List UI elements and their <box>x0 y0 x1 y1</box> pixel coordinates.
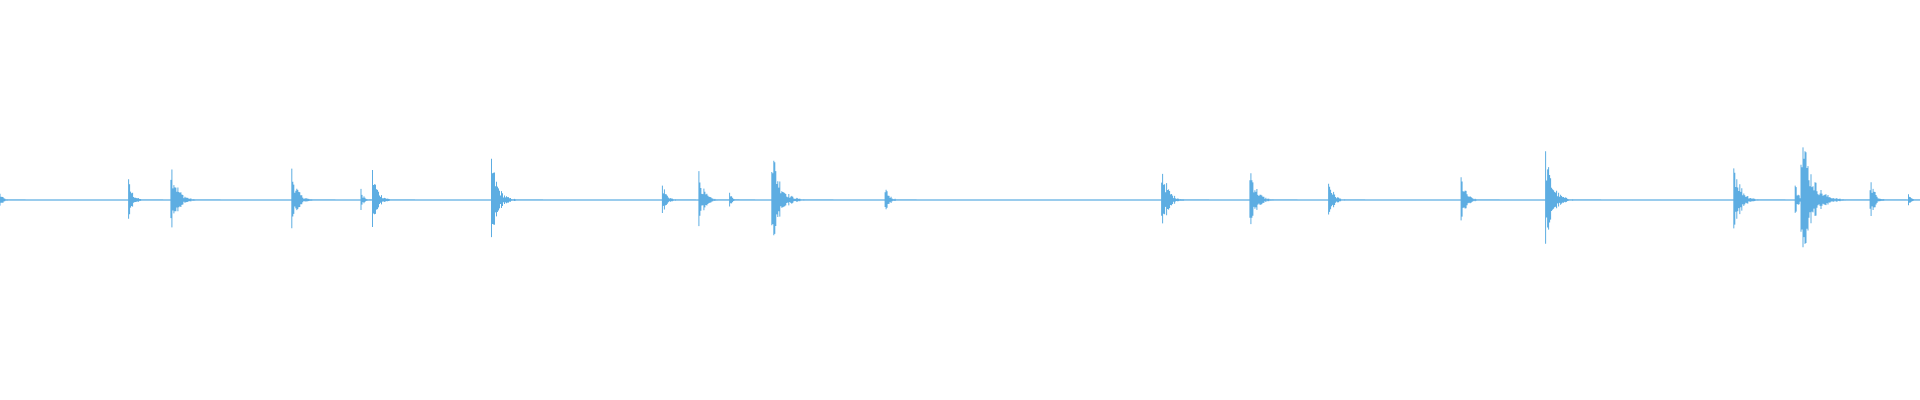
waveform-transient <box>1869 182 1907 216</box>
waveform-transient <box>1328 183 1366 215</box>
waveform-transient <box>170 169 221 228</box>
waveform-transient <box>1800 147 1880 248</box>
waveform-transient <box>372 170 415 227</box>
waveform-transient <box>771 160 834 236</box>
waveform-transient <box>291 168 336 229</box>
waveform-transient <box>1908 194 1920 206</box>
waveform-transient <box>1161 173 1210 224</box>
waveform-transient <box>128 179 164 219</box>
waveform-transient <box>661 185 696 213</box>
waveform-transient <box>1545 151 1602 244</box>
waveform-transient <box>884 189 917 210</box>
waveform-transient <box>1460 177 1500 221</box>
waveform-transient <box>491 158 543 238</box>
waveform-transients <box>0 147 1920 248</box>
waveform-transient <box>1733 168 1786 229</box>
waveform-transient <box>729 192 756 207</box>
waveform-transient <box>1249 173 1298 225</box>
waveform-transient <box>0 193 26 206</box>
